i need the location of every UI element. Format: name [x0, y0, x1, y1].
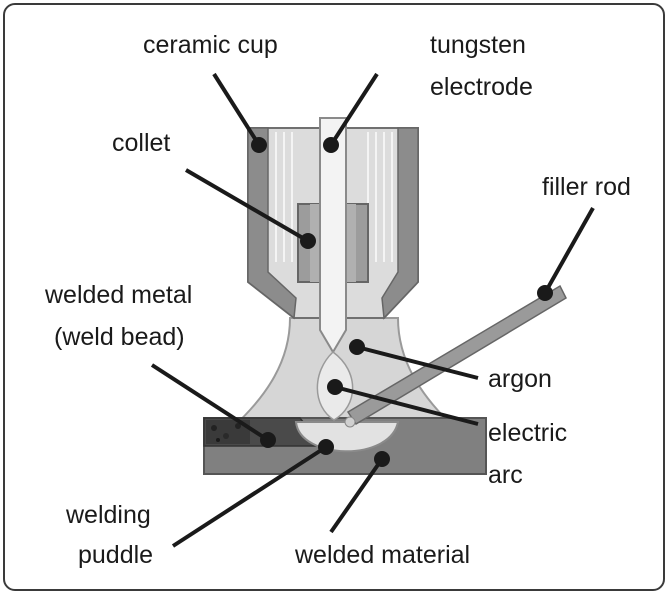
label-welded-material: welded material: [295, 541, 471, 569]
arc-pointer: [327, 379, 343, 395]
ceramic-cup-wall-right: [381, 127, 419, 320]
label-argon: argon: [488, 365, 552, 393]
label-puddle: puddle: [78, 541, 154, 569]
label-welded-metal: welded metal: [45, 281, 193, 309]
label-collet: collet: [112, 129, 171, 157]
ceramic-cup-wall-left: [247, 127, 297, 320]
label-electrode: electrode: [430, 73, 533, 101]
filler-rod-pointer: [537, 285, 553, 301]
collet-pointer: [300, 233, 316, 249]
label-ceramic-cup: ceramic cup: [143, 31, 278, 59]
label-tungsten: tungsten: [430, 31, 526, 59]
label-weld-bead: (weld bead): [54, 323, 185, 351]
label-welding: welding: [66, 501, 151, 529]
label-filler-rod: filler rod: [542, 173, 631, 201]
tungsten-electrode: [319, 117, 347, 354]
electrode-pointer: [323, 137, 339, 153]
welded-metal-pointer: [260, 432, 276, 448]
argon-pointer: [349, 339, 365, 355]
puddle-pointer: [318, 439, 334, 455]
ceramic-cup-pointer: [251, 137, 267, 153]
label-arc: arc: [488, 461, 523, 489]
welded-material-pointer: [374, 451, 390, 467]
label-electric: electric: [488, 419, 568, 447]
